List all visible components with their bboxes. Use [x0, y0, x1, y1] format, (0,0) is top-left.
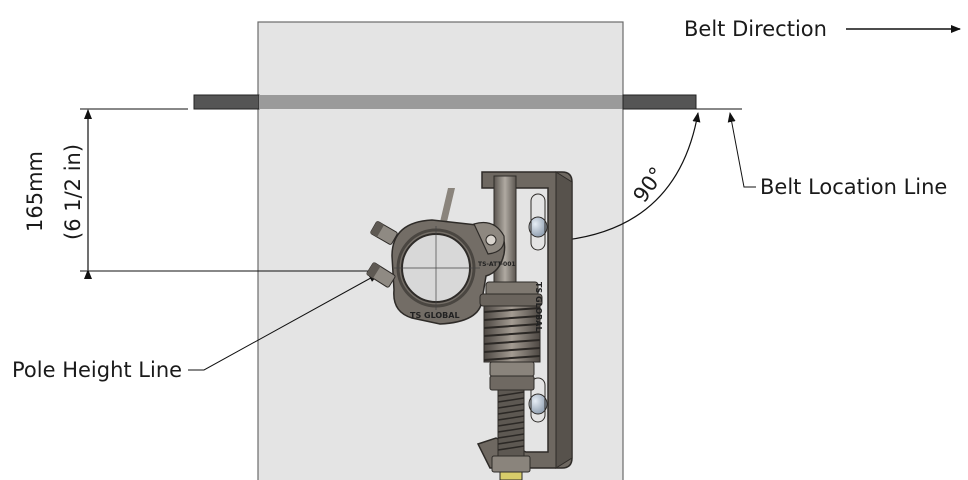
tensioner-assembly: TS GLOBAL TS-ATT-001 TS GLOBAL	[366, 171, 573, 480]
pole-clamp: TS GLOBAL TS-ATT-001	[366, 219, 516, 325]
angle-label: 90°	[628, 163, 669, 207]
pole-height-label: Pole Height Line	[12, 358, 182, 382]
clamp-bolt-bottom	[366, 262, 396, 288]
dimension-mm-label: 165mm	[23, 151, 47, 232]
dimension-in-label: (6 1/2 in)	[61, 144, 85, 240]
slot-pin-bottom	[528, 393, 548, 415]
mounting-bracket	[476, 171, 573, 469]
bracket-brand-text: TS GLOBAL	[534, 282, 543, 332]
conveyor-belt	[193, 94, 697, 110]
clamp-bolt-top	[370, 220, 398, 245]
tension-spring	[483, 305, 541, 363]
belt-direction-label: Belt Direction	[684, 17, 827, 41]
angle-arc	[556, 112, 701, 246]
clamp-brand-text: TS GLOBAL	[410, 311, 460, 320]
belt-location-label: Belt Location Line	[760, 175, 947, 199]
belt-location-leader	[727, 112, 756, 188]
slot-pin-top	[528, 216, 548, 238]
part-code-text: TS-ATT-001	[478, 261, 516, 268]
pole-height-leader	[188, 273, 379, 371]
